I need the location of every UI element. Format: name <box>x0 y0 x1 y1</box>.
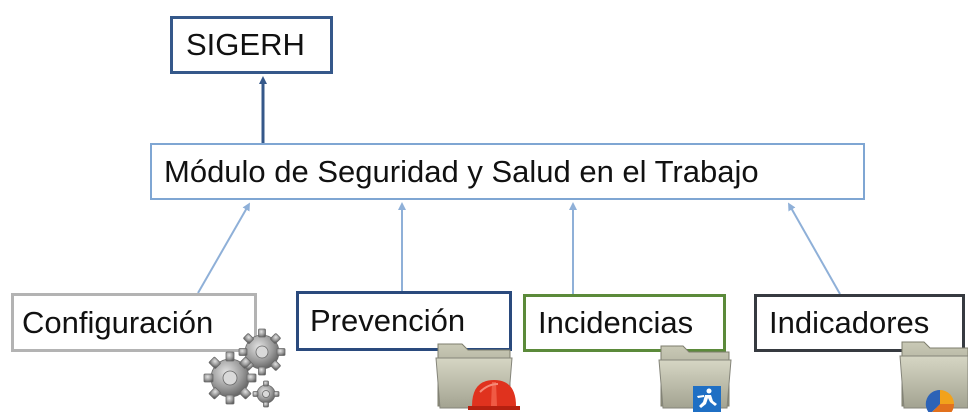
arrow-indicadores-to-module <box>788 202 841 295</box>
folder-hardhat-icon <box>435 343 520 410</box>
configuracion-label: Configuración <box>22 304 214 340</box>
prevencion-label: Prevención <box>310 303 466 338</box>
arrow-configuracion-to-module <box>197 202 250 294</box>
incidencias-label: Incidencias <box>538 305 694 340</box>
gears-icon <box>203 328 286 408</box>
indicadores-label: Indicadores <box>769 305 930 340</box>
configuracion-node: Configuración <box>11 293 257 352</box>
incidencias-node: Incidencias <box>523 294 726 352</box>
sigerh-label: SIGERH <box>186 27 305 62</box>
folder-pie-chart-icon <box>899 341 968 412</box>
sigerh-node: SIGERH <box>170 16 333 74</box>
folder-running-person-icon <box>658 345 732 412</box>
indicadores-node: Indicadores <box>754 294 965 352</box>
prevencion-node: Prevención <box>296 291 512 351</box>
module-node: Módulo de Seguridad y Salud en el Trabaj… <box>150 143 865 200</box>
module-label: Módulo de Seguridad y Salud en el Trabaj… <box>164 153 759 189</box>
